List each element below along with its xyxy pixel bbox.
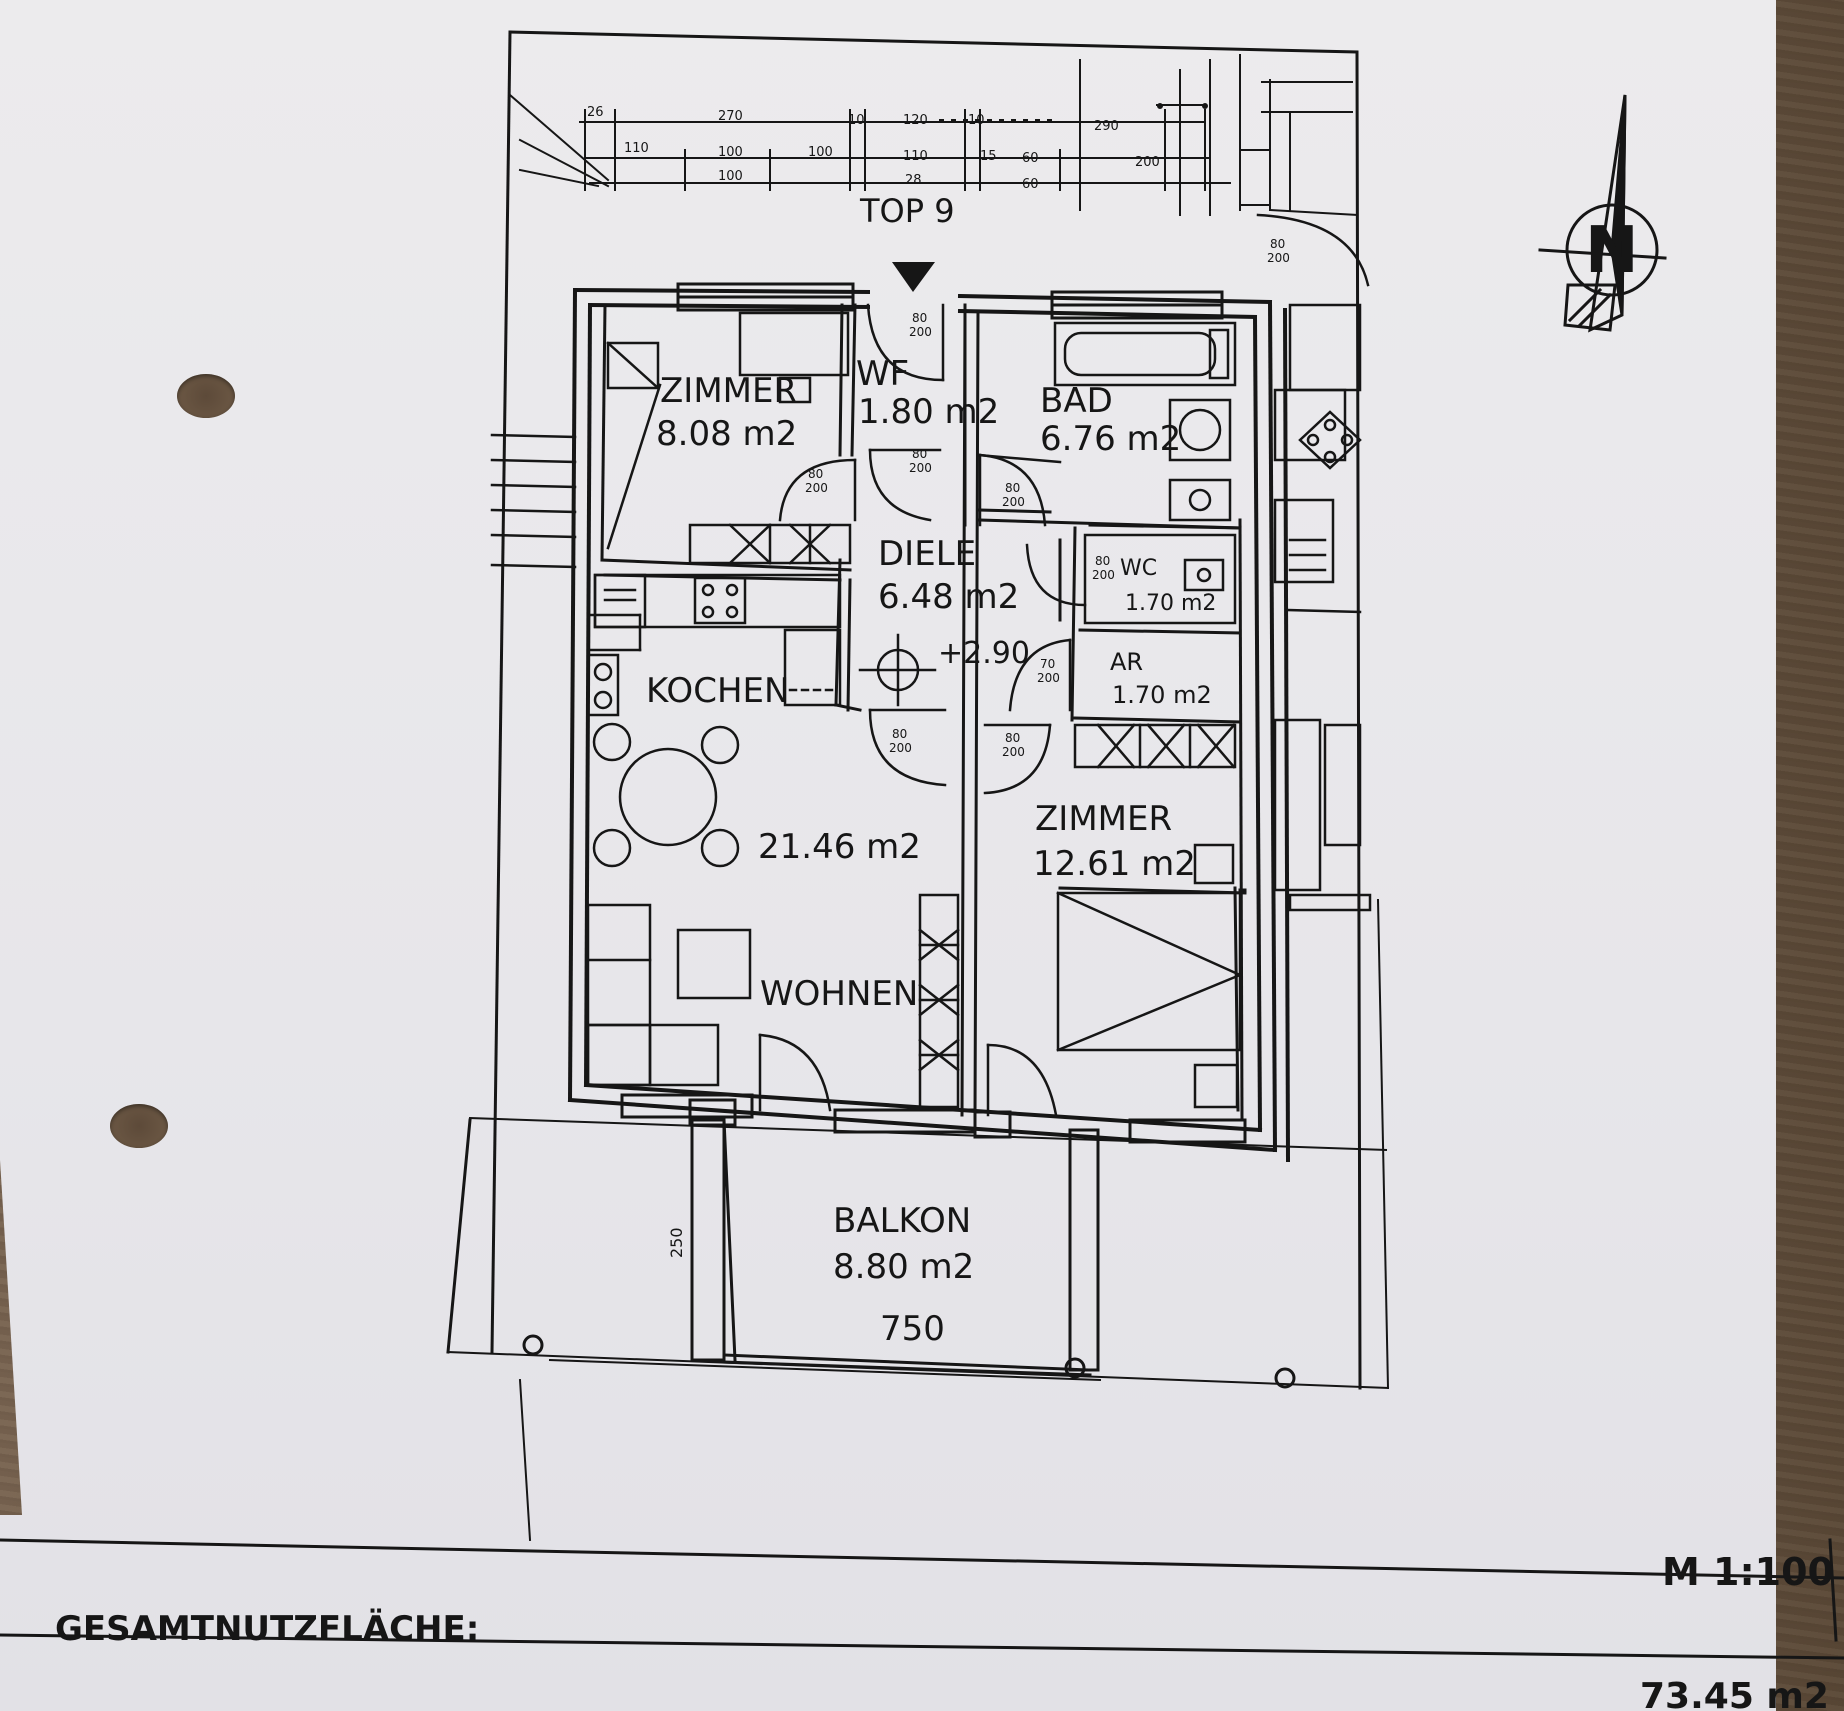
adjacent-structures [1256,213,1372,912]
svg-text:100: 100 [718,145,743,160]
svg-text:100: 100 [718,169,743,184]
kochen-name: KOCHEN [646,671,789,711]
wohnen-area: 21.46 m2 [758,827,921,867]
svg-text:60: 60 [1022,177,1039,192]
svg-text:80: 80 [1270,237,1285,251]
svg-text:200: 200 [1135,155,1160,170]
zimmer-2-name: ZIMMER [1035,799,1172,839]
svg-text:80: 80 [892,727,907,741]
svg-text:290: 290 [1094,119,1119,134]
zimmer-2-area: 12.61 m2 [1033,844,1196,884]
svg-text:200: 200 [1037,671,1060,685]
balkon-depth: 250 [667,1227,686,1258]
title-block: M 1:100 GESAMTNUTZFLÄCHE: 73.45 m2 [55,1550,1834,1711]
other-labels: TOP 9 +2.90 750 250 N [667,192,1639,1349]
diele-name: DIELE [878,534,976,574]
balkon-width: 750 [880,1309,945,1349]
svg-text:60: 60 [1022,151,1039,166]
ar-area: 1.70 m2 [1112,681,1212,709]
svg-text:80: 80 [912,311,927,325]
compass-north-label: N [1585,214,1639,288]
svg-text:100: 100 [808,145,833,160]
doors [758,303,1087,1117]
bad-area: 6.76 m2 [1040,419,1181,459]
balkon-name: BALKON [833,1201,971,1241]
svg-text:80: 80 [1005,481,1020,495]
svg-text:200: 200 [805,481,828,495]
balkon-area: 8.80 m2 [833,1247,974,1287]
wc-name: WC [1120,556,1157,581]
title-block-lines [0,1538,1844,1660]
svg-text:110: 110 [903,149,928,164]
scale-label: M 1:100 [1662,1550,1834,1594]
svg-text:10: 10 [848,113,865,128]
svg-text:10: 10 [968,113,985,128]
svg-text:200: 200 [1267,251,1290,265]
wohnen-furniture [586,722,960,1109]
entry-arrow [892,262,935,292]
svg-text:200: 200 [909,325,932,339]
punch-hole-top [177,374,235,418]
svg-text:200: 200 [1092,568,1115,582]
dimension-chains [508,54,1359,217]
total-area-label: GESAMTNUTZFLÄCHE: [55,1608,479,1649]
zimmer-1-name: ZIMMER [660,371,797,411]
svg-text:70: 70 [1040,657,1055,671]
balcony-structure [522,1118,1296,1389]
bad-name: BAD [1040,381,1113,421]
punch-hole-bottom [110,1104,168,1148]
level-crosshair [858,633,937,707]
left-stair [490,433,577,569]
compass [1538,94,1667,333]
svg-text:80: 80 [808,467,823,481]
level-mark: +2.90 [938,636,1030,671]
svg-text:80: 80 [1005,731,1020,745]
wohnen-name: WOHNEN [760,974,918,1014]
svg-text:80: 80 [912,447,927,461]
bad-fittings [976,321,1237,522]
zimmer-1-furniture [606,311,852,565]
svg-text:120: 120 [903,113,928,128]
kitchen-fittings [586,573,842,717]
svg-text:110: 110 [624,141,649,156]
svg-text:15: 15 [980,149,997,164]
zimmer-2-furniture [1056,723,1242,1109]
svg-text:200: 200 [1002,495,1025,509]
svg-text:80: 80 [1095,554,1110,568]
wf-name: WF [856,354,909,394]
svg-text:200: 200 [909,461,932,475]
svg-text:28: 28 [905,173,922,188]
svg-text:200: 200 [889,741,912,755]
wc-fittings [1083,533,1237,625]
total-area-value: 73.45 m2 [1640,1676,1829,1711]
zimmer-1-area: 8.08 m2 [656,414,797,454]
wc-area: 1.70 m2 [1125,591,1216,616]
unit-label: TOP 9 [859,192,955,230]
svg-text:200: 200 [1002,745,1025,759]
svg-text:26: 26 [587,105,604,120]
ar-name: AR [1110,648,1143,676]
wf-area: 1.80 m2 [858,392,999,432]
svg-text:270: 270 [718,109,743,124]
dimension-texts: 26 270 10 120 10 290 110 100 100 110 15 … [587,105,1160,192]
windows [620,282,1247,1144]
room-labels: ZIMMER 8.08 m2 WF 1.80 m2 BAD 6.76 m2 DI… [646,354,1216,1287]
diele-area: 6.48 m2 [878,577,1019,617]
